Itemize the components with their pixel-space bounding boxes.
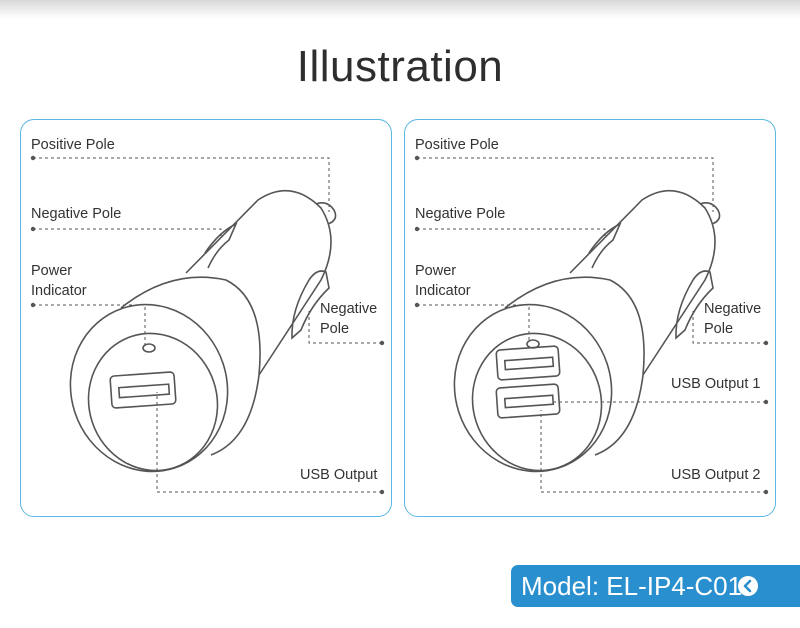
car-charger-dual-illustration <box>414 155 769 495</box>
model-badge: Model: EL-IP4-C01 <box>511 565 800 607</box>
model-text: Model: EL-IP4-C01 <box>521 571 743 601</box>
top-shadow <box>0 0 800 18</box>
car-charger-single-illustration <box>30 155 385 495</box>
label-negative-pole-side: Negative Pole <box>320 301 378 337</box>
label-negative-pole: Negative Pole <box>31 206 122 222</box>
label-usb-output-1: USB Output 1 <box>671 376 761 392</box>
label-positive-pole: Positive Pole <box>415 137 499 153</box>
label-usb-output-2: USB Output 2 <box>671 467 761 483</box>
diagram-panel-single-usb: Positive Pole Negative Pole Power Indica… <box>20 119 392 517</box>
label-power-indicator: Power Indicator <box>415 263 471 299</box>
page-title: Illustration <box>296 42 504 91</box>
label-positive-pole: Positive Pole <box>31 137 115 153</box>
chevron-left-circle-icon <box>738 576 758 596</box>
diagram-panel-dual-usb: Positive Pole Negative Pole Power Indica… <box>404 119 776 517</box>
label-usb-output: USB Output <box>300 467 378 483</box>
label-negative-pole-side: Negative Pole <box>704 301 762 337</box>
label-negative-pole: Negative Pole <box>415 206 506 222</box>
label-power-indicator: Power Indicator <box>31 263 87 299</box>
